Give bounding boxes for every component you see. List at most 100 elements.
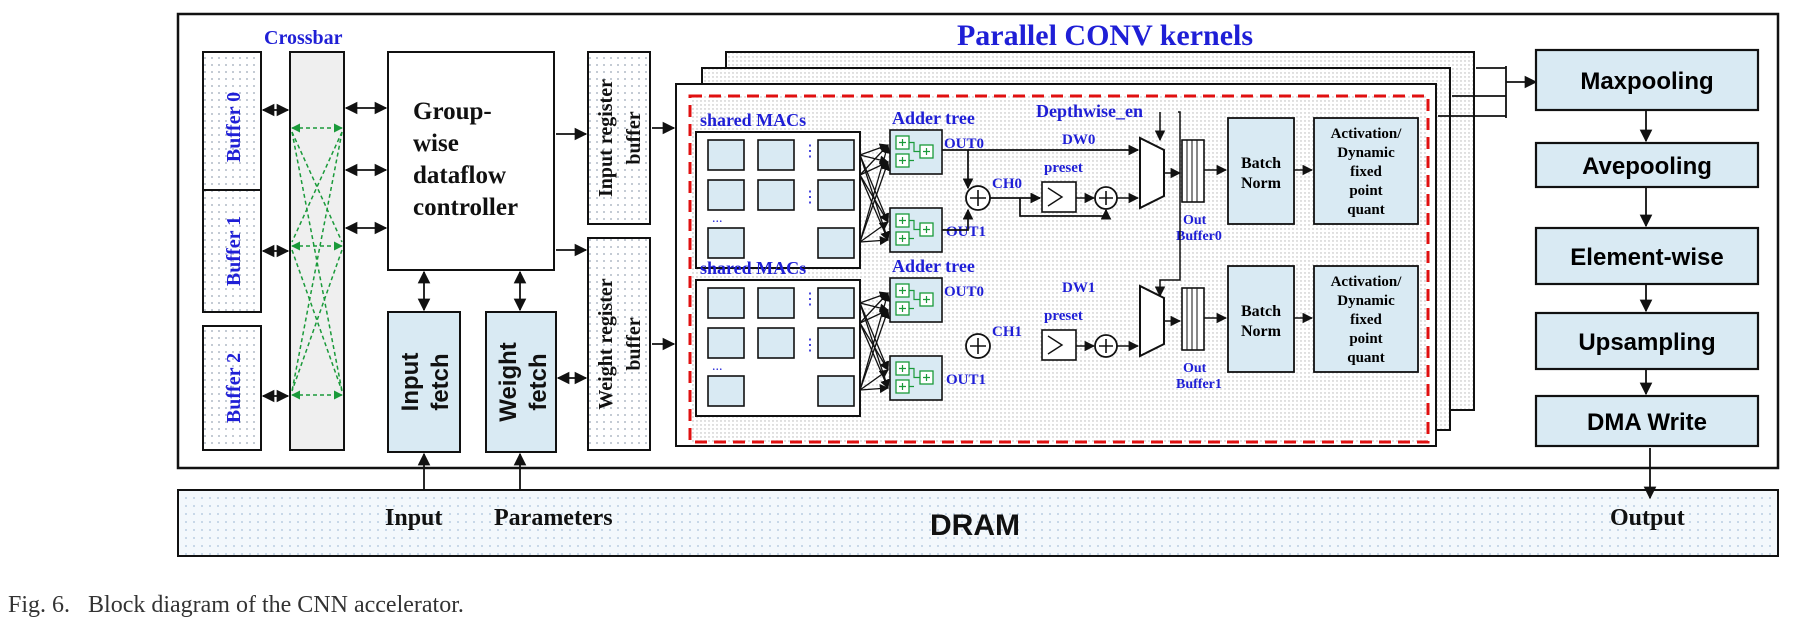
- dram-parameters-label: Parameters: [494, 505, 613, 531]
- post-op-box: [1534, 141, 1760, 189]
- svg-text:controller: controller: [413, 194, 518, 221]
- weight-fetch-line-1: Weight: [495, 342, 522, 422]
- out-buffer-box: [1181, 287, 1205, 351]
- clock-icon: [1047, 187, 1064, 207]
- wire: [1019, 198, 1112, 220]
- dw-label: DW1: [1062, 280, 1095, 296]
- buffer-2: Buffer 2: [202, 325, 262, 451]
- figure-caption: Fig. 6. Block diagram of the CNN acceler…: [8, 592, 464, 618]
- crossbar: [289, 51, 345, 451]
- weight-fetch-line-2: fetch: [525, 353, 552, 410]
- datapath-wires: [942, 144, 1140, 231]
- out-bottom-label: OUT1: [946, 224, 986, 240]
- mac-ellipsis-v: ⋮: [802, 143, 818, 160]
- mac-cell: [817, 287, 855, 319]
- out-buffer-line-1: Out: [1183, 361, 1207, 376]
- dram-arrows: [417, 448, 1657, 500]
- batch-norm-line-1: Batch: [1241, 155, 1281, 172]
- input-fetch-line-1: Input: [397, 353, 424, 412]
- adder-wire: [909, 367, 920, 388]
- mac-ellipsis-h: ...: [712, 211, 723, 226]
- out-top-label: OUT0: [944, 284, 984, 300]
- mac-cell: [707, 375, 745, 407]
- mac-cell: [757, 179, 795, 211]
- plus-icon: [899, 305, 906, 312]
- mux: [1139, 136, 1165, 210]
- plus-icon: [899, 157, 906, 164]
- input-register-line-2: buffer: [623, 111, 645, 164]
- wire: [859, 236, 889, 246]
- preset-register: [1041, 329, 1077, 361]
- buffer-1: Buffer 1: [202, 189, 262, 313]
- svg-text:Group-: Group-: [413, 98, 492, 125]
- dram-output-label: Output: [1610, 505, 1685, 531]
- mac-cell: [757, 287, 795, 319]
- wire: [859, 154, 890, 223]
- svg-text:dataflow: dataflow: [413, 162, 506, 189]
- ch-label: CH1: [992, 324, 1022, 340]
- batch-norm-line-2: Norm: [1241, 175, 1282, 192]
- dataflow-controller: [387, 51, 555, 271]
- plus-icon: [899, 217, 906, 224]
- kernel-lanes: shared MACs...⋮⋮Adder treeOUT0OUT1CH0pre…: [695, 108, 1419, 417]
- wire: [859, 161, 890, 243]
- ch-label: CH0: [992, 176, 1022, 192]
- register-kernel-arrows: [652, 121, 676, 351]
- dram-label: DRAM: [930, 509, 1020, 542]
- activation-quant: [1313, 117, 1419, 225]
- svg-text:wise: wise: [413, 130, 459, 157]
- crossbar-label: Crossbar: [264, 27, 343, 49]
- mac-cell: [707, 139, 745, 171]
- plus-icon: [923, 226, 930, 233]
- post-op-box: [1534, 226, 1760, 286]
- adder-tree: [889, 355, 943, 401]
- post-ops: MaxpoolingAvepoolingElement-wiseUpsampli…: [1534, 48, 1760, 448]
- batch-norm-line-1: Batch: [1241, 303, 1281, 320]
- buffer-1-label: Buffer 1: [223, 216, 245, 286]
- adder-tree-label: Adder tree: [892, 108, 975, 128]
- post-op-label: Maxpooling: [1580, 68, 1713, 95]
- plus-icon: [899, 365, 906, 372]
- batch-norm: [1227, 117, 1295, 225]
- plus-icon: [1099, 191, 1113, 205]
- plus-icon: [899, 235, 906, 242]
- buffer-2-label: Buffer 2: [223, 353, 245, 423]
- lane-0: shared MACs...⋮⋮Adder treeOUT0OUT1CH0pre…: [695, 108, 1419, 269]
- wire: [859, 369, 889, 391]
- mux: [1139, 284, 1165, 358]
- mac-ellipsis-h: ...: [712, 359, 723, 374]
- out-buffer: [1181, 287, 1205, 351]
- buffer-0-label: Buffer 0: [223, 92, 245, 162]
- adder-tree: [889, 277, 943, 323]
- out-buffer: [1181, 139, 1205, 203]
- activation-line: Activation/: [1331, 126, 1403, 142]
- mac-cell: [707, 179, 745, 211]
- mac-cell: [707, 327, 745, 359]
- dram-input-label: Input: [385, 505, 442, 531]
- mac-cell: [707, 227, 745, 259]
- out-buffer-box: [1181, 139, 1205, 203]
- depthwise-lines: [1154, 111, 1181, 298]
- wire: [859, 302, 890, 371]
- weight-register-buffer: [587, 237, 651, 451]
- post-op-label: Element-wise: [1570, 244, 1723, 271]
- post-op-label: Avepooling: [1582, 153, 1712, 180]
- mac-cell: [817, 139, 855, 171]
- dw-label: DW0: [1062, 132, 1095, 148]
- mac-adder-wires: [859, 291, 891, 394]
- input-fetch-line-2: fetch: [427, 353, 454, 410]
- adder-tree: [889, 207, 943, 253]
- lane-1: shared MACs...⋮⋮Adder treeOUT0OUT1CH1pre…: [695, 144, 1419, 417]
- mac-cell: [757, 327, 795, 359]
- out-buffer-line-2: Buffer1: [1176, 377, 1222, 392]
- kernel-outputs: [1438, 66, 1538, 118]
- activation-quant: [1313, 265, 1419, 373]
- preset-label: preset: [1044, 160, 1083, 176]
- input-fetch: [387, 311, 461, 453]
- controller-fetch-arrows: [417, 270, 527, 312]
- mac-cell: [817, 179, 855, 211]
- wire: [859, 322, 889, 371]
- post-op-box: [1534, 394, 1760, 448]
- adder-wire: [909, 219, 920, 240]
